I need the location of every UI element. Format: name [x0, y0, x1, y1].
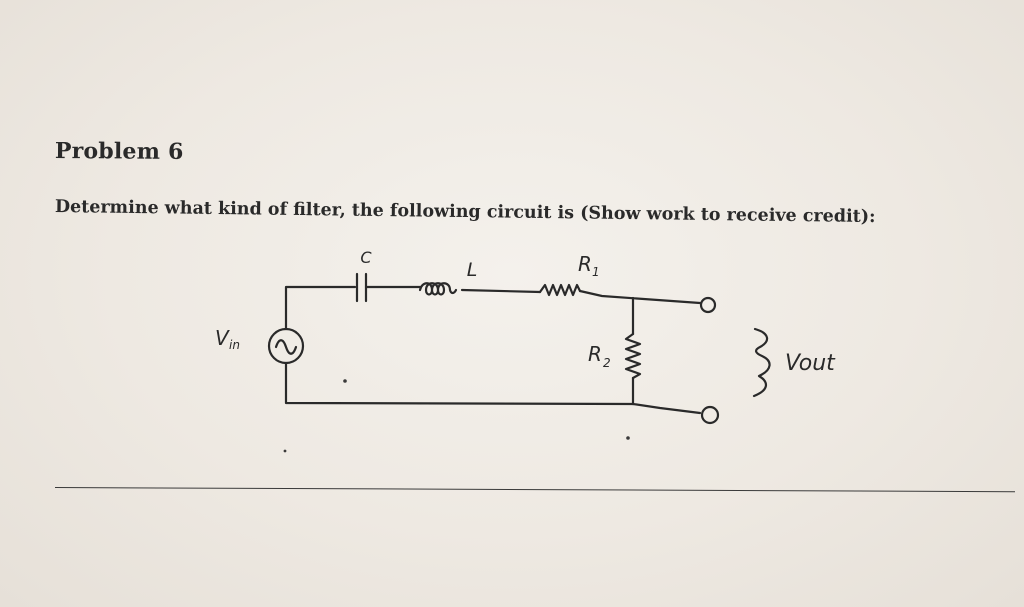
label-resistor2: R: [588, 342, 602, 366]
label-resistor1: R: [578, 252, 592, 276]
output-terminal-top: [699, 296, 717, 314]
wire-left-lower: [284, 361, 635, 406]
ac-source-wave: [274, 339, 298, 355]
label-vin: V: [215, 326, 230, 350]
wire-r1-to-output: [578, 289, 702, 305]
label-vout: Vout: [785, 351, 836, 376]
vout-brace: [752, 327, 771, 398]
label-resistor1-sub: 1: [592, 265, 600, 279]
pencil-dot: [343, 379, 347, 383]
wire-bottom-to-output: [631, 402, 702, 415]
pencil-dot: [283, 449, 287, 453]
label-capacitor: C: [360, 248, 372, 267]
wire-left-upper: [284, 285, 357, 331]
ac-source-circle: [267, 327, 305, 365]
resistor-r2-zigzag: [624, 332, 642, 380]
wire-l-to-r1: [460, 288, 542, 294]
pencil-dot: [626, 436, 630, 440]
inductor-coils: [418, 282, 458, 296]
output-terminal-bottom: [700, 405, 720, 425]
label-resistor2-sub: 2: [603, 356, 611, 370]
resistor-r1-zigzag: [538, 283, 582, 297]
label-inductor: L: [467, 259, 478, 281]
label-vin-sub: in: [229, 338, 240, 352]
